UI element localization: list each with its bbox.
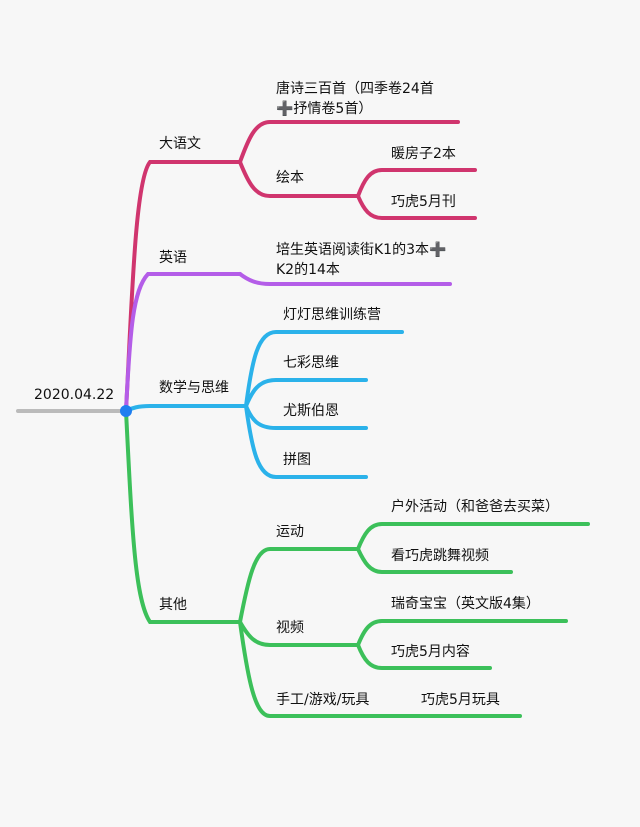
branch-connector-math [124, 404, 248, 413]
node-nuanfangzi[interactable]: 暖房子2本 [391, 146, 456, 162]
node-shipin[interactable]: 视频 [276, 620, 304, 636]
node-english[interactable]: 英语 [159, 250, 187, 266]
node-dengdeng[interactable]: 灯灯思维训练营 [283, 307, 381, 323]
node-peisheng[interactable]: 培生英语阅读街K1的3本➕ K2的14本 [276, 242, 447, 278]
node-kanqiaohu[interactable]: 看巧虎跳舞视频 [391, 548, 489, 564]
connector-qicai [244, 378, 368, 408]
connector-huiben [238, 160, 360, 198]
connector-tangshi [238, 120, 460, 164]
node-qicai[interactable]: 七彩思维 [283, 355, 339, 371]
connector-huwai [356, 522, 590, 551]
node-pintu[interactable]: 拼图 [283, 452, 311, 468]
node-huwai[interactable]: 户外活动（和爸爸去买菜） [391, 499, 559, 515]
node-math[interactable]: 数学与思维 [159, 380, 229, 396]
node-qiaohu-yuekan[interactable]: 巧虎5月刊 [391, 194, 456, 210]
root-node-label[interactable]: 2020.04.22 [34, 387, 115, 403]
branch-connector-chinese [124, 160, 242, 413]
connector-ruiqi [356, 619, 568, 647]
node-qiaohu-neirong[interactable]: 巧虎5月内容 [391, 644, 470, 660]
node-huiben[interactable]: 绘本 [276, 170, 304, 186]
connector-qiaohu-yuekan [356, 194, 477, 220]
connector-qiaohu-neirong [356, 643, 492, 670]
connector-yundong [238, 547, 360, 624]
node-shougong[interactable]: 手工/游戏/玩具 [276, 692, 370, 708]
connector-shougong [238, 620, 522, 718]
node-other[interactable]: 其他 [159, 597, 187, 613]
node-ruiqi[interactable]: 瑞奇宝宝（英文版4集） [391, 596, 540, 612]
connector-peisheng [238, 272, 452, 286]
connector-pintu [244, 404, 368, 479]
node-yousi[interactable]: 尤斯伯恩 [283, 403, 339, 419]
branch-connector-other [124, 409, 242, 624]
node-yundong[interactable]: 运动 [276, 524, 304, 540]
root-node-dot[interactable] [120, 405, 132, 417]
branch-connector-english [124, 272, 242, 413]
node-chinese[interactable]: 大语文 [159, 136, 201, 152]
node-qiaohu-wanju[interactable]: 巧虎5月玩具 [421, 692, 500, 708]
connector-nuanfangzi [356, 168, 477, 198]
node-tangshi[interactable]: 唐诗三百首（四季卷24首➕抒情卷5首） [276, 81, 434, 117]
connector-dengdeng [244, 330, 404, 408]
connector-kanqiaohu [356, 547, 513, 574]
